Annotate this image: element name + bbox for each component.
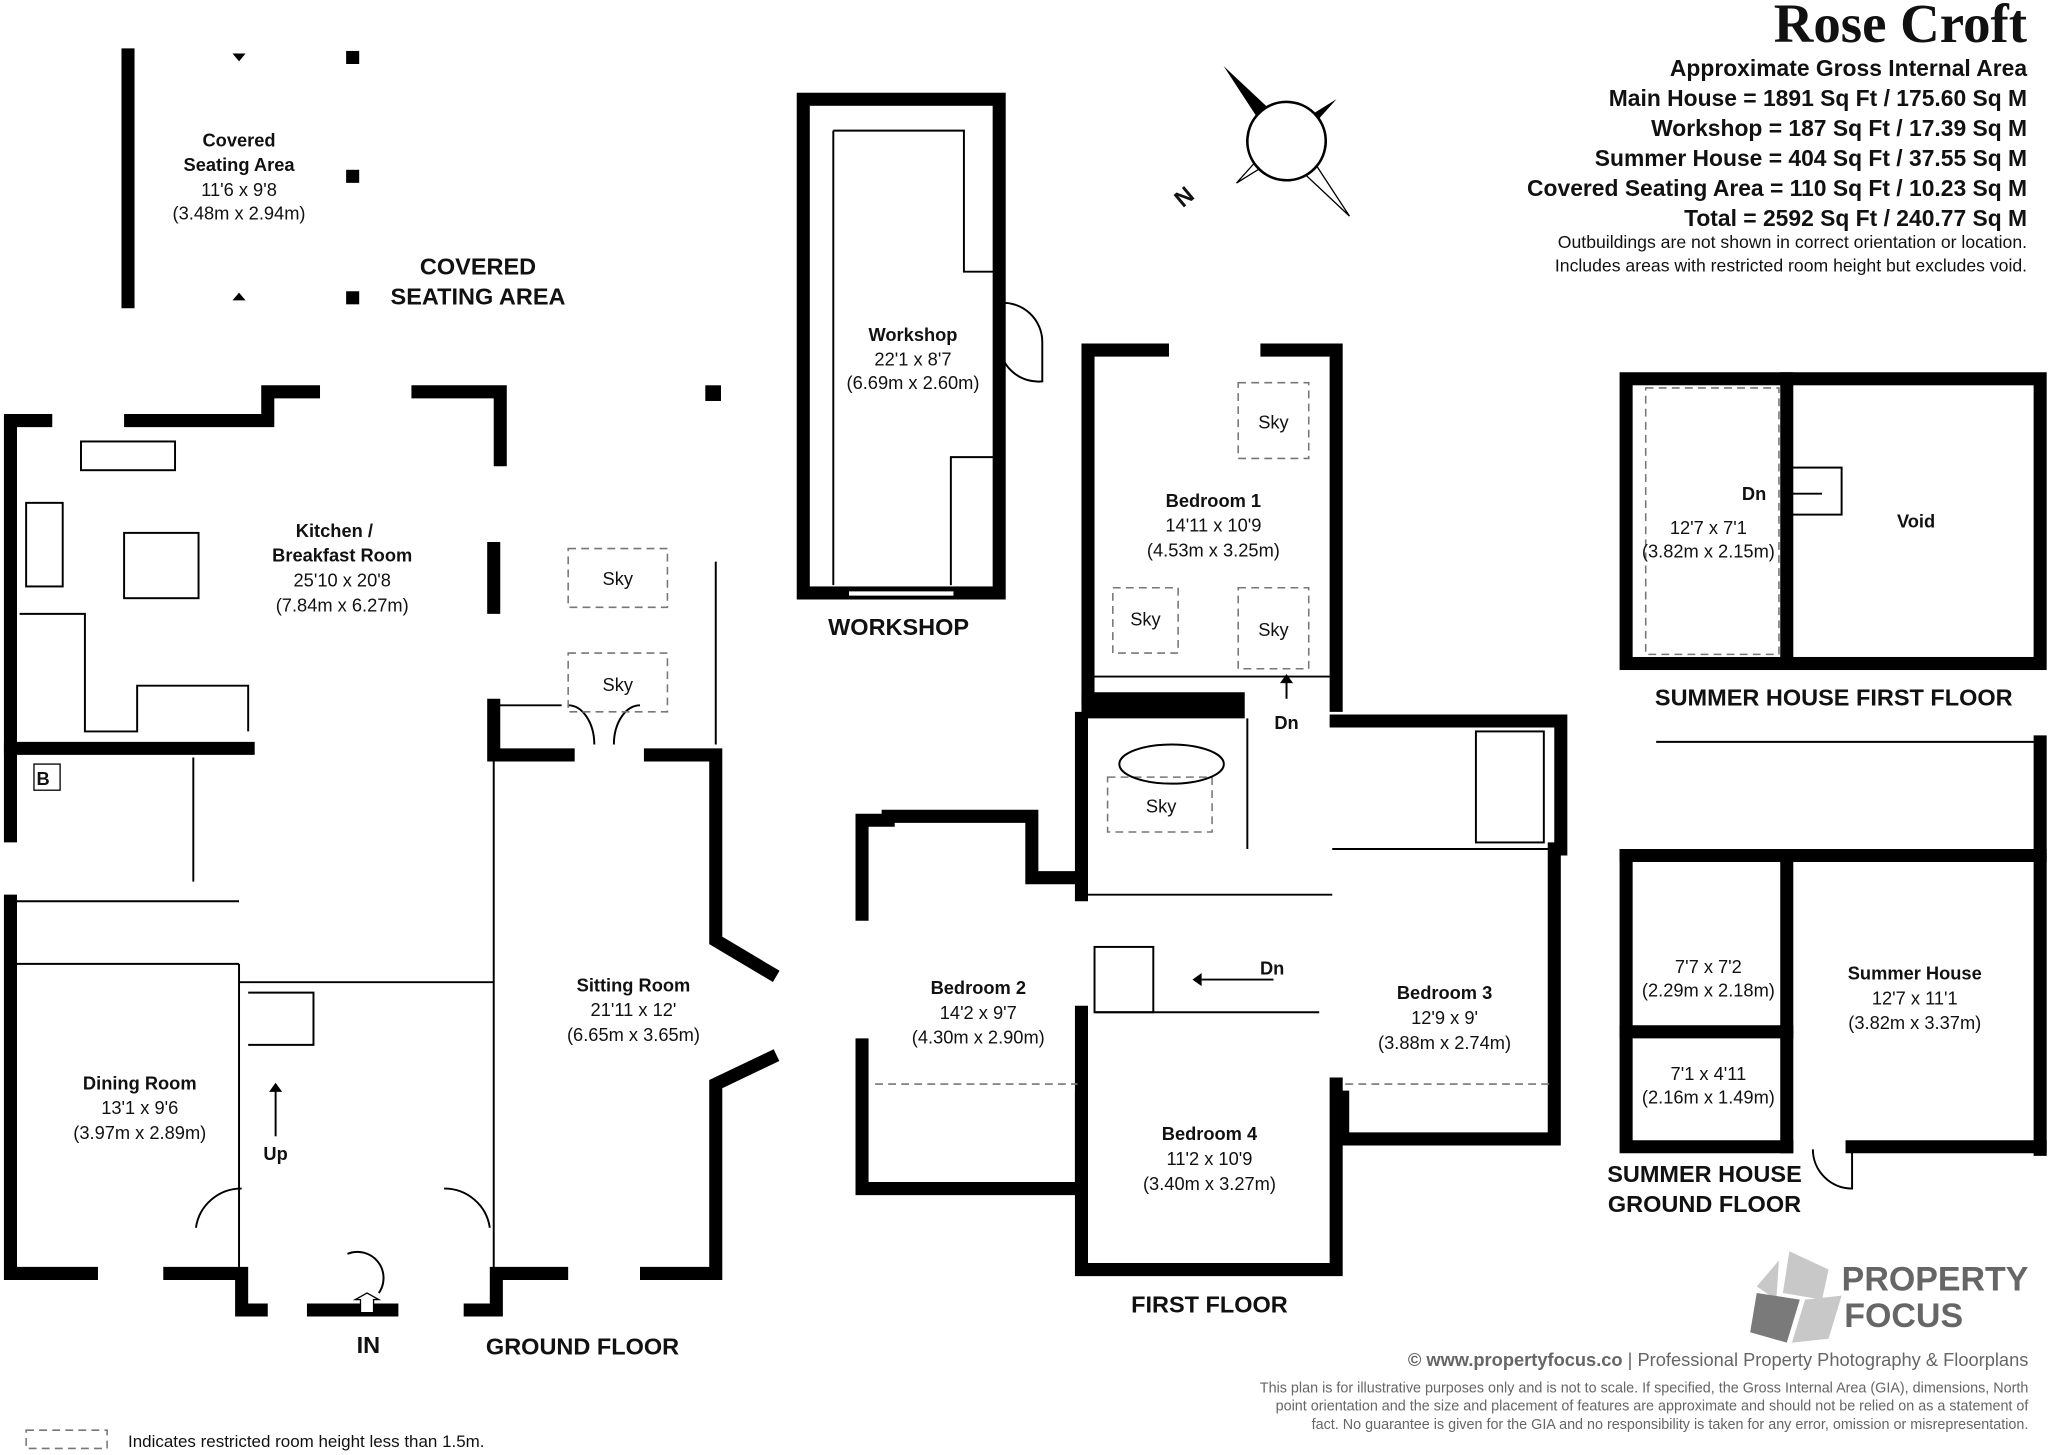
credit-text: | Professional Property Photography & Fl… [1623, 1349, 2029, 1370]
room-name: Bedroom 1 [1166, 490, 1261, 511]
skylight-label: Sky [603, 674, 634, 695]
room-dimensions: 14'11 x 10'9 [1165, 515, 1261, 536]
area-main-house: Main House = 1891 Sq Ft / 175.60 Sq M [1609, 85, 2027, 111]
entry-label: IN [357, 1332, 381, 1358]
room-dimensions: 7'1 x 4'11 [1671, 1063, 1747, 1084]
floor-label: COVERED [420, 253, 536, 279]
area-subtitle: Approximate Gross Internal Area [1670, 55, 2027, 81]
workshop-plan: Workshop 22'1 x 8'7 (6.69m x 2.60m) WORK… [796, 92, 1044, 640]
floor-label: SUMMER HOUSE FIRST FLOOR [1655, 684, 2013, 710]
area-covered-seating: Covered Seating Area = 110 Sq Ft / 10.23… [1527, 175, 2027, 201]
room-dimensions: 12'7 x 11'1 [1872, 987, 1958, 1008]
room-name: Bedroom 4 [1162, 1123, 1258, 1144]
floor-label: FIRST FLOOR [1131, 1292, 1288, 1318]
room-dimensions-metric: (2.29m x 2.18m) [1642, 980, 1775, 1001]
room-name: Kitchen / [296, 520, 373, 541]
skylight-label: Sky [1258, 619, 1289, 640]
room-dimensions-metric: (3.88m x 2.74m) [1378, 1032, 1511, 1053]
floor-label: SUMMER HOUSE [1607, 1161, 1802, 1187]
skylight-label: Sky [1258, 411, 1289, 432]
room-dimensions: 11'6 x 9'8 [201, 179, 277, 200]
disclaimer-line: This plan is for illustrative purposes o… [1260, 1380, 2029, 1396]
room-name: Sitting Room [577, 974, 691, 995]
north-label: N [1169, 181, 1199, 212]
covered-seating-plan: Covered Seating Area 11'6 x 9'8 (3.48m x… [121, 48, 566, 309]
room-dimensions-metric: (4.53m x 3.25m) [1147, 539, 1280, 560]
floor-label: WORKSHOP [828, 614, 969, 640]
room-dimensions: 12'9 x 9' [1411, 1007, 1478, 1028]
note-restricted: Includes areas with restricted room heig… [1555, 256, 2027, 276]
property-title: Rose Croft [1774, 0, 2028, 54]
room-dimensions: 11'2 x 10'9 [1167, 1148, 1253, 1169]
room-dimensions-metric: (7.84m x 6.27m) [276, 594, 409, 615]
stairs-down-label: Dn [1274, 712, 1298, 733]
room-dimensions-metric: (3.82m x 3.37m) [1848, 1012, 1981, 1033]
area-workshop: Workshop = 187 Sq Ft / 17.39 Sq M [1651, 115, 2027, 141]
room-name: Bedroom 3 [1397, 982, 1492, 1003]
room-dimensions-metric: (3.48m x 2.94m) [173, 202, 306, 223]
credit-link[interactable]: © www.propertyfocus.co [1408, 1349, 1623, 1370]
room-dimensions-metric: (2.16m x 1.49m) [1642, 1087, 1775, 1108]
legend-text: Indicates restricted room height less th… [128, 1432, 485, 1451]
compass-icon [1223, 66, 1351, 217]
disclaimer-line: fact. No guarantee is given for the GIA … [1312, 1417, 2029, 1433]
logo-text: PROPERTY [1842, 1260, 2029, 1298]
room-dimensions: 13'1 x 9'6 [101, 1097, 178, 1118]
floor-label: SEATING AREA [391, 283, 566, 309]
room-dimensions: 21'11 x 12' [591, 999, 677, 1020]
area-summer-house: Summer House = 404 Sq Ft / 37.55 Sq M [1595, 145, 2027, 171]
stairs-up-label: Up [263, 1143, 287, 1164]
logo-text: FOCUS [1844, 1297, 1963, 1335]
stairs-down-label: Dn [1260, 957, 1284, 978]
room-name: Dining Room [83, 1072, 197, 1093]
skylight-label: Sky [1146, 795, 1177, 816]
room-dimensions-metric: (3.40m x 3.27m) [1143, 1173, 1276, 1194]
skylight-label: Sky [603, 568, 634, 589]
boiler-label: B [37, 768, 50, 789]
first-floor-plan: Dn Dn Sky Sky Sky Sky Bedroom 2 14'2 x 9… [855, 343, 1568, 1318]
restricted-height-swatch [25, 1429, 108, 1450]
floor-label: GROUND FLOOR [486, 1333, 679, 1359]
room-name: Seating Area [184, 154, 296, 175]
area-total: Total = 2592 Sq Ft / 240.77 Sq M [1684, 205, 2027, 231]
disclaimer-line: point orientation and the size and place… [1276, 1399, 2030, 1415]
room-dimensions: 14'2 x 9'7 [940, 1002, 1017, 1023]
void-label: Void [1897, 511, 1935, 532]
room-dimensions: 22'1 x 8'7 [874, 349, 951, 370]
summer-house-first-floor-plan: Dn 12'7 x 7'1 (3.82m x 2.15m) Void SUMME… [1619, 372, 2047, 710]
skylight-label: Sky [1130, 609, 1161, 630]
footer-credit: © www.propertyfocus.co | Professional Pr… [1408, 1349, 2029, 1370]
room-name: Breakfast Room [272, 545, 412, 566]
legend: Indicates restricted room height less th… [25, 1429, 485, 1451]
room-dimensions-metric: (6.65m x 3.65m) [567, 1024, 700, 1045]
room-name: Bedroom 2 [931, 977, 1026, 998]
header: Rose Croft Approximate Gross Internal Ar… [1527, 0, 2028, 276]
room-name: Summer House [1848, 963, 1982, 984]
summer-house-ground-floor-plan: 7'7 x 7'2 (2.29m x 2.18m) 7'1 x 4'11 (2.… [1607, 735, 2047, 1217]
stairs-down-label: Dn [1742, 483, 1766, 504]
room-dimensions-metric: (6.69m x 2.60m) [846, 372, 979, 393]
room-name: Workshop [868, 324, 957, 345]
property-focus-logo: PROPERTY FOCUS [1750, 1251, 2029, 1343]
room-dimensions: 7'7 x 7'2 [1675, 956, 1742, 977]
room-dimensions-metric: (3.97m x 2.89m) [73, 1122, 206, 1143]
room-dimensions-metric: (4.30m x 2.90m) [912, 1027, 1045, 1048]
room-dimensions-metric: (3.82m x 2.15m) [1642, 541, 1775, 562]
ground-floor-plan: Sky Sky B Up IN Kitchen / Breakfast Room… [3, 385, 780, 1359]
room-name: Covered [202, 129, 275, 150]
floor-label: GROUND FLOOR [1608, 1191, 1801, 1217]
room-dimensions: 12'7 x 7'1 [1670, 517, 1747, 538]
room-dimensions: 25'10 x 20'8 [294, 569, 391, 590]
note-outbuildings: Outbuildings are not shown in correct or… [1558, 232, 2027, 252]
